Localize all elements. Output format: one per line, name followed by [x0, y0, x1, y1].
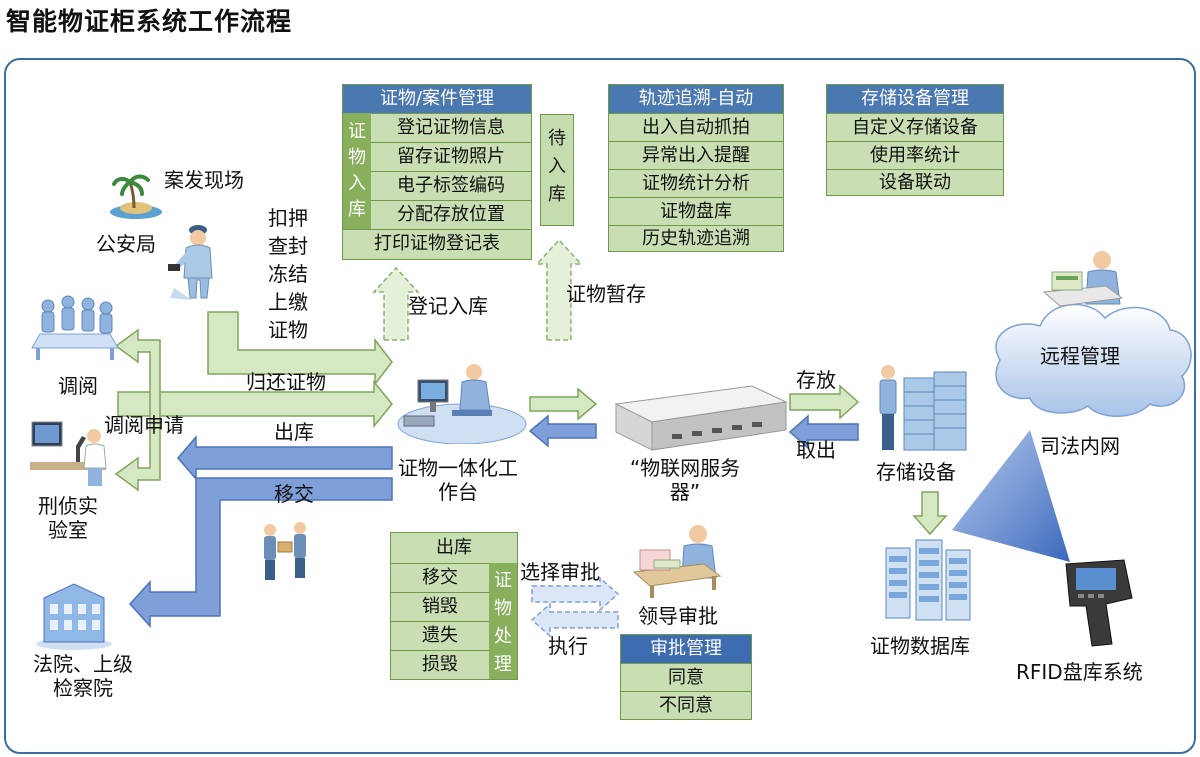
tracking-item: 历史轨迹追溯 — [609, 225, 783, 251]
disposal-item: 损毁 — [391, 650, 489, 679]
disposal-item: 移交 — [391, 563, 489, 592]
court-label: 法院、上级检察院 — [33, 652, 133, 700]
case-management-header: 证物/案件管理 — [343, 85, 531, 113]
microscope-lab-icon — [30, 421, 107, 486]
store-label: 存放 — [796, 368, 836, 392]
database-servers-icon — [885, 539, 971, 621]
pending-storage-label: 待入库 — [548, 128, 566, 205]
court-building-icon — [36, 583, 112, 650]
iot-server-label: “物联网服务器” — [629, 456, 741, 504]
rfid-system-label: RFID盘库系统 — [1016, 660, 1143, 684]
workstation-label: 证物一体化工作台 — [398, 456, 518, 504]
case-management-table: 证物/案件管理 证物入库 登记证物信息 留存证物照片 电子标签编码 分配存放位置… — [342, 84, 532, 260]
print-register-form: 打印证物登记表 — [343, 229, 531, 258]
case-item: 电子标签编码 — [371, 171, 531, 200]
seize-action: 冻结 — [268, 262, 308, 286]
case-item: 留存证物照片 — [371, 142, 531, 171]
storage-management-table: 存储设备管理 自定义存储设备 使用率统计 设备联动 — [826, 84, 1004, 196]
rfid-scanner-icon — [1065, 559, 1133, 647]
retrieve-arrow — [788, 414, 859, 450]
police-officer-icon — [168, 225, 213, 300]
to-server-arrow — [529, 387, 598, 421]
leader-desk-icon — [632, 525, 722, 598]
register-in-label: 登记入库 — [408, 294, 488, 318]
review-request-label: 调阅申请 — [104, 413, 184, 437]
case-item: 登记证物信息 — [371, 113, 531, 142]
seize-action: 扣押 — [268, 206, 308, 230]
page-title: 智能物证柜系统工作流程 — [6, 7, 293, 36]
leader-approval-label: 领导审批 — [638, 604, 718, 628]
disposal-table: 出库 移交 销毁 遗失 损毁 证物处理 — [390, 532, 518, 680]
review-label: 调阅 — [58, 374, 98, 398]
storage-mgmt-item: 自定义存储设备 — [827, 113, 1003, 141]
tracking-header: 轨迹追溯-自动 — [609, 85, 783, 113]
remote-management-label: 远程管理 — [1040, 344, 1120, 368]
remote-operator-icon — [1042, 251, 1124, 307]
outbound-label: 出库 — [274, 420, 314, 444]
island-icon — [110, 174, 162, 219]
judicial-net-label: 司法内网 — [1040, 434, 1120, 458]
select-approval-arrow — [531, 576, 620, 612]
storage-cabinet-icon — [879, 365, 967, 451]
from-server-arrow — [528, 414, 597, 448]
evidence-processing-side-label: 证物处理 — [489, 563, 517, 679]
transfer-arrow — [128, 477, 393, 628]
disposal-item: 销毁 — [391, 592, 489, 621]
storage-db-arrow — [912, 491, 948, 536]
tracking-item: 证物盘库 — [609, 197, 783, 225]
evidence-intake-side-label: 证物入库 — [343, 113, 371, 229]
outbound-arrow — [177, 434, 393, 482]
seize-actions: 扣押 查封 冻结 上缴 证物 — [260, 204, 316, 344]
storage-label: 存储设备 — [876, 460, 956, 484]
temp-store-arrow — [535, 238, 583, 341]
approval-management-table: 审批管理 同意 不同意 — [620, 634, 752, 720]
pending-storage-box: 待入库 — [540, 114, 574, 226]
tracking-item: 异常出入提醒 — [609, 141, 783, 169]
disposal-item: 遗失 — [391, 621, 489, 650]
approval-management-header: 审批管理 — [621, 635, 751, 663]
cloud-shape — [995, 303, 1192, 417]
meeting-room-icon — [31, 295, 119, 360]
tracking-table: 轨迹追溯-自动 出入自动抓拍 异常出入提醒 证物统计分析 证物盘库 历史轨迹追溯 — [608, 84, 784, 252]
rfid-beam — [952, 430, 1070, 562]
tracking-item: 证物统计分析 — [609, 169, 783, 197]
return-evidence-label: 归还证物 — [246, 370, 326, 394]
seize-arrow — [207, 311, 393, 387]
approval-option: 同意 — [621, 663, 751, 691]
storage-management-header: 存储设备管理 — [827, 85, 1003, 113]
seize-action: 证物 — [268, 318, 308, 342]
execute-arrow — [530, 602, 619, 638]
police-label: 公安局 — [96, 232, 156, 256]
execute-label: 执行 — [548, 634, 588, 658]
storage-mgmt-item: 使用率统计 — [827, 141, 1003, 169]
store-arrow — [789, 384, 860, 420]
disposal-item: 出库 — [391, 533, 517, 563]
workstation-icon — [397, 364, 527, 444]
approval-option: 不同意 — [621, 691, 751, 719]
storage-mgmt-item: 设备联动 — [827, 169, 1003, 195]
evidence-intake-side-text: 证物入库 — [348, 121, 366, 220]
iot-server-icon — [614, 385, 788, 451]
evidence-db-label: 证物数据库 — [870, 634, 970, 658]
seize-action: 上缴 — [268, 290, 308, 314]
handover-people-icon — [264, 522, 306, 580]
tracking-item: 出入自动抓拍 — [609, 113, 783, 141]
crime-scene-label: 案发现场 — [164, 168, 244, 192]
forensic-lab-label: 刑侦实验室 — [38, 494, 98, 542]
evidence-processing-side-text: 证物处理 — [494, 570, 512, 675]
select-approval-label: 选择审批 — [520, 560, 600, 584]
seize-action: 查封 — [268, 234, 308, 258]
review-arrows — [114, 328, 161, 492]
register-arrow — [372, 266, 420, 341]
transfer-label: 移交 — [274, 482, 314, 506]
case-item: 分配存放位置 — [371, 200, 531, 229]
retrieve-label: 取出 — [796, 438, 836, 462]
temp-store-label: 证物暂存 — [566, 282, 646, 306]
